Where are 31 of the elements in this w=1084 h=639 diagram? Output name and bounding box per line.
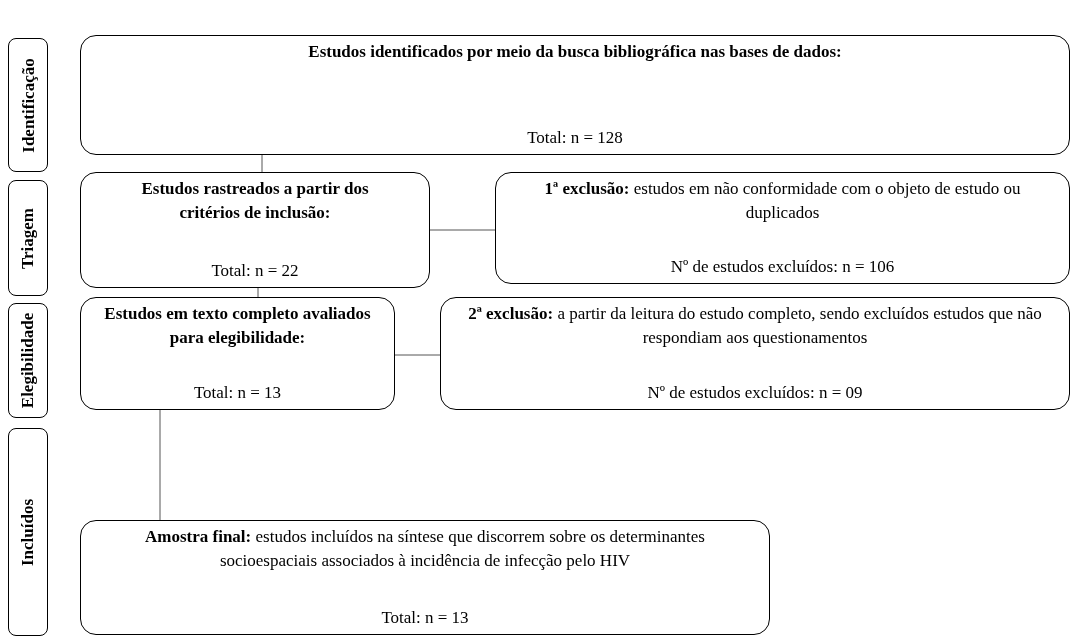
stage-label-box	[8, 180, 48, 296]
connector-line	[394, 354, 441, 356]
process-box	[80, 297, 395, 410]
connector-line	[257, 287, 259, 298]
box-total: Total: n = 13	[193, 382, 282, 404]
connector-line	[429, 229, 496, 231]
box-heading: 2ª exclusão: a partir da leitura do estudo completo, sendo excluídos estudos que não respondiam aos questionamentos	[467, 303, 1043, 349]
box-total: Total: n = 22	[211, 260, 299, 282]
box-total: Nº de estudos excluídos: n = 09	[647, 382, 863, 404]
process-box	[440, 297, 1070, 410]
stage-label: Elegibilidade	[19, 312, 37, 409]
stage-label-box	[8, 428, 48, 636]
stage-label: Triagem	[19, 207, 37, 269]
process-box	[80, 520, 770, 635]
connector-line	[261, 154, 263, 173]
process-box	[80, 35, 1070, 155]
stage-label: Incluídos	[19, 498, 37, 566]
stage-label: Identificação	[19, 57, 37, 153]
process-box	[80, 172, 430, 288]
connector-line	[159, 409, 161, 521]
process-box	[495, 172, 1070, 284]
box-heading: Amostra final: estudos incluídos na síntese que discorrem sobre os determinantes socioespaciais associados à incidência de infecção pelo HIV	[144, 526, 706, 572]
stage-label-box	[8, 38, 48, 172]
box-heading: Estudos rastreados a partir dos critérios de inclusão:	[140, 178, 370, 224]
box-heading: 1ª exclusão: estudos em não conformidade com o objeto de estudo ou duplicados	[543, 178, 1022, 224]
stage-label-box	[8, 303, 48, 418]
box-total: Total: n = 128	[527, 127, 623, 149]
box-heading: Estudos identificados por meio da busca bibliográfica nas bases de dados:	[308, 41, 842, 63]
box-total: Nº de estudos excluídos: n = 106	[670, 256, 895, 278]
box-heading: Estudos em texto completo avaliados para elegibilidade:	[103, 303, 372, 349]
box-total: Total: n = 13	[381, 607, 469, 629]
